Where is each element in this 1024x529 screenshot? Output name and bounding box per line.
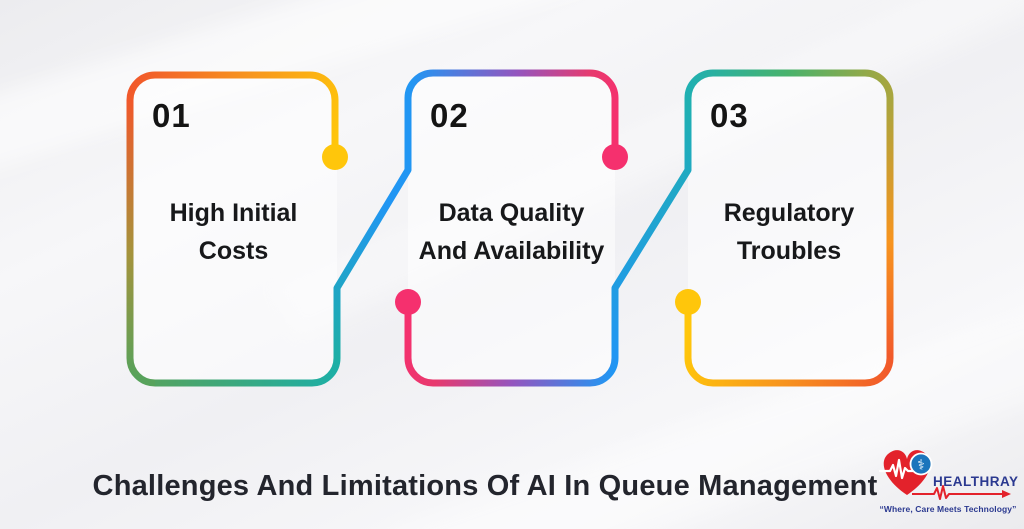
card-2-number: 02 bbox=[430, 97, 469, 134]
card-2-title: Data Quality And Availability bbox=[408, 194, 615, 270]
card-1-border-top bbox=[126, 71, 339, 157]
brand-name: HEALTHRAY bbox=[933, 474, 1019, 489]
card-2-border-top bbox=[404, 69, 619, 157]
card-2-border-bottom bbox=[404, 302, 619, 387]
ecg-line-icon bbox=[878, 458, 915, 480]
connector-card-2-to-3 bbox=[611, 98, 692, 358]
card-3-title-line-1: Regulatory bbox=[723, 199, 855, 227]
card-3-border-top bbox=[684, 69, 894, 99]
card-3-number: 03 bbox=[710, 97, 749, 134]
page-title: Challenges And Limitations Of AI In Queu… bbox=[92, 470, 878, 502]
card-1-title: High Initial Costs bbox=[130, 194, 337, 270]
card-1-title-line-1: High Initial bbox=[169, 199, 298, 227]
brand-tagline: “Where, Care Meets Technology” bbox=[879, 504, 1017, 514]
card-1-body bbox=[130, 75, 337, 383]
healthray-logo: ⚕ HEALTHRAY “Where, Care Meets Technolog… bbox=[874, 441, 1022, 525]
card-1-end-dot bbox=[322, 144, 348, 170]
card-2-top-end-dot bbox=[602, 144, 628, 170]
caduceus-circle-icon bbox=[909, 452, 933, 476]
heart-ecg-icon: ⚕ HEALTHRAY bbox=[878, 450, 1019, 500]
card-2-title-line-1: Data Quality bbox=[438, 199, 585, 227]
card-2-body bbox=[408, 73, 615, 383]
card-3-end-dot bbox=[675, 289, 701, 315]
card-3-border-bottom bbox=[684, 302, 894, 387]
card-1-title-line-2: Costs bbox=[198, 237, 269, 265]
card-3-title-line-2: Troubles bbox=[736, 237, 842, 265]
card-3-body bbox=[688, 73, 890, 383]
card-3-title: Regulatory Troubles bbox=[688, 194, 890, 270]
card-1-number: 01 bbox=[152, 97, 191, 134]
arrow-head-icon bbox=[1002, 490, 1011, 498]
connector-card-1-to-2 bbox=[333, 98, 412, 358]
card-1-border-left bbox=[126, 100, 156, 387]
card-2-title-line-2: And Availability bbox=[418, 237, 605, 265]
ecg-arrow-line-icon bbox=[912, 485, 1002, 500]
caduceus-icon: ⚕ bbox=[917, 457, 925, 473]
card-1-border-bottom bbox=[155, 357, 341, 387]
card-2-bottom-end-dot bbox=[395, 289, 421, 315]
